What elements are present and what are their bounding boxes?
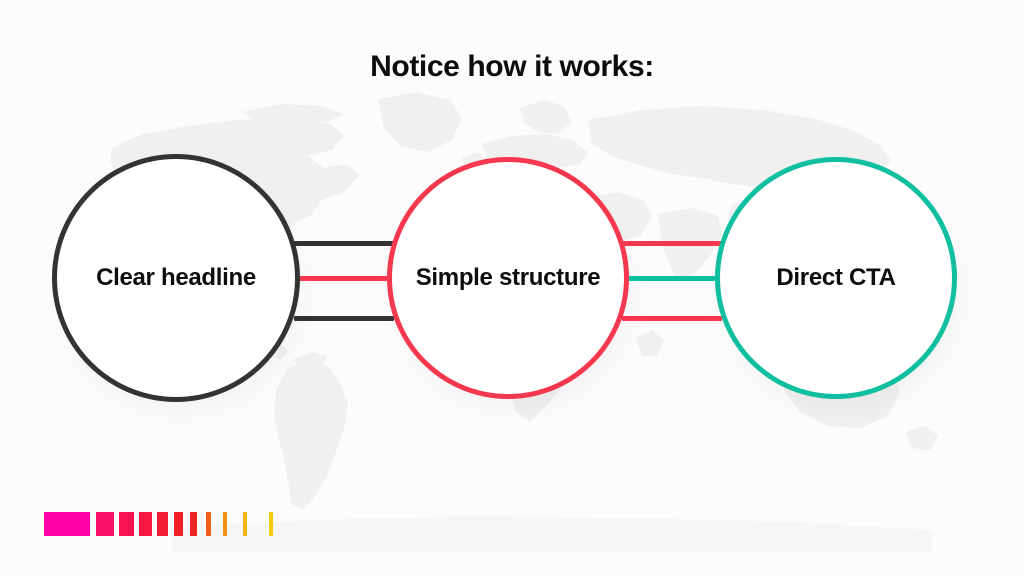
accent-bar-segment (206, 512, 211, 536)
accent-bar-segment (174, 512, 183, 536)
connector-clear-headline-to-simple-structure-bottom (294, 316, 394, 321)
connector-clear-headline-to-simple-structure-top (294, 241, 394, 246)
page-title: Notice how it works: (370, 50, 654, 83)
accent-bar-segment (243, 512, 247, 536)
connector-clear-headline-to-simple-structure-middle (294, 276, 394, 281)
accent-bar-segment (223, 512, 227, 536)
gradient-accent-bar (44, 512, 273, 536)
connector-simple-structure-to-direct-cta-top (622, 241, 722, 246)
node-clear-headline-ring (52, 154, 300, 402)
node-direct-cta-ring (715, 157, 957, 399)
accent-bar-segment (119, 512, 134, 536)
accent-bar-segment (139, 512, 152, 536)
accent-bar-segment (157, 512, 168, 536)
node-simple-structure-ring (387, 157, 629, 399)
connector-simple-structure-to-direct-cta-middle (622, 276, 722, 281)
accent-bar-segment (190, 512, 197, 536)
accent-bar-segment (44, 512, 90, 536)
accent-bar-segment (269, 512, 273, 536)
accent-bar-segment (96, 512, 114, 536)
connector-simple-structure-to-direct-cta-bottom (622, 316, 722, 321)
